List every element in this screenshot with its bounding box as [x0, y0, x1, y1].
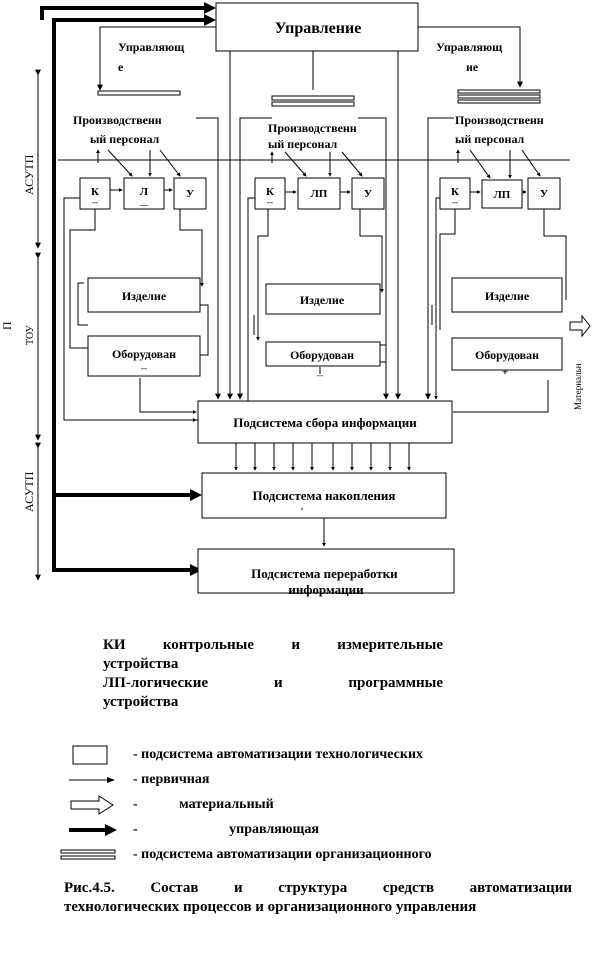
lp-box-center — [297, 177, 341, 210]
side-label-tou: ТОУ — [25, 324, 36, 345]
legend-item-thick-arrow: - управляющая — [55, 819, 575, 844]
note-ki-line2: устройства — [103, 656, 179, 672]
legend-hollow-arrow-icon — [70, 795, 114, 815]
side-label-asutp-bottom: АСУТП — [22, 471, 36, 512]
control-flow-lines — [40, 6, 212, 572]
l-box-left — [123, 177, 165, 210]
svg-text:--: -- — [317, 370, 323, 380]
product-box-left — [87, 277, 201, 313]
org-bar-center — [271, 95, 355, 107]
lp-box-right — [481, 179, 523, 209]
control-label-left: Управляющ е — [118, 40, 187, 74]
legend-item-box: - подсистема автоматизации технологическ… — [55, 744, 575, 769]
svg-text:К: К — [451, 186, 459, 198]
legend-box-icon — [72, 745, 108, 765]
equipment-box-center — [265, 341, 381, 367]
personnel-right: Производственн ый персонал — [455, 113, 547, 146]
column-left: К -- Л __ У Изделие Оборудован -- — [63, 149, 209, 422]
svg-text:--: -- — [92, 197, 98, 207]
note-lp-line1: ЛП-логические и программные — [103, 675, 443, 691]
k-box-left — [79, 177, 111, 210]
abbreviation-notes: КИ контрольные и измерительные устройств… — [103, 636, 443, 712]
equipment-box-right — [451, 337, 563, 371]
management-label: Управление — [275, 20, 362, 37]
svg-text:Оборудован: Оборудован — [290, 348, 354, 362]
org-bar-left — [97, 90, 181, 96]
svg-text:': ' — [301, 507, 304, 518]
legend-item-thin-arrow: - первичная — [55, 769, 575, 794]
svg-text:__: __ — [139, 197, 150, 207]
svg-text:У: У — [186, 188, 194, 200]
personnel-left: Производственн ый персонал — [73, 113, 165, 146]
u-box-left — [173, 177, 207, 210]
svg-text:ЛП: ЛП — [311, 188, 328, 200]
legend-text-hollow-arrow: материальный — [179, 797, 274, 812]
legend-item-double-line: - подсистема автоматизации организационн… — [55, 844, 575, 869]
k-box-right — [439, 177, 471, 210]
side-label-p: П — [0, 321, 14, 330]
collection-subsystem-label: Подсистема сбора информации — [233, 415, 417, 430]
svg-text:У: У — [540, 188, 548, 200]
note-lp-line2: устройства — [103, 694, 179, 710]
management-box — [215, 2, 419, 52]
legend-text-thin-arrow: первичная — [141, 772, 210, 787]
accumulation-subsystem-box — [201, 472, 447, 519]
accumulation-subsystem-label: Подсистема накопления — [253, 488, 396, 503]
k-box-center — [254, 177, 286, 210]
processing-subsystem-label: Подсистема переработки информации — [251, 566, 401, 597]
legend-double-line-icon — [60, 849, 116, 860]
u-box-right — [527, 177, 561, 210]
svg-text:--: -- — [452, 197, 458, 207]
svg-text:--: -- — [502, 366, 508, 376]
collection-to-accumulation-arrows — [234, 443, 411, 471]
svg-text:К: К — [91, 186, 99, 198]
svg-text:--: -- — [267, 197, 273, 207]
figure-caption: Рис.4.5. Состав и структура средств авто… — [64, 879, 572, 917]
personnel-center: Производственн ый персонал — [268, 121, 360, 151]
org-bar-right — [457, 89, 541, 104]
control-label-right: Управляющ ие — [436, 40, 505, 74]
svg-text:Оборудован: Оборудован — [112, 347, 176, 361]
column-right: К -- ЛП У Изделие Оборудован -- — [431, 149, 567, 413]
svg-text:Оборудован: Оборудован — [475, 348, 539, 362]
legend-text-box: подсистема автоматизации технологических — [141, 747, 424, 762]
processing-subsystem-box — [197, 548, 455, 594]
svg-text:--: -- — [141, 363, 147, 373]
u-box-center — [351, 177, 385, 210]
svg-text:Изделие: Изделие — [485, 289, 530, 303]
column-center: К -- ЛП У Изделие Оборудован -- — [196, 151, 387, 421]
svg-text:Л: Л — [140, 186, 149, 198]
equipment-box-left — [87, 335, 201, 377]
svg-text:ЛП: ЛП — [494, 189, 511, 201]
structure-diagram: АСУТП П ТОУ АСУТП Управление Управляющ е… — [0, 2, 591, 597]
collection-subsystem-box — [197, 400, 453, 444]
legend: - подсистема автоматизации технологическ… — [55, 744, 575, 869]
product-box-center — [265, 283, 381, 315]
side-label-asutp-top: АСУТП — [22, 154, 36, 195]
caption-line2: технологических процессов и организацион… — [64, 899, 477, 915]
legend-thick-arrow-icon — [69, 824, 117, 836]
side-label-material: Материальн — [573, 363, 583, 410]
svg-text:К: К — [266, 186, 274, 198]
legend-text-thick-arrow: управляющая — [229, 822, 319, 837]
svg-text:Изделие: Изделие — [122, 289, 167, 303]
note-ki-line1: КИ контрольные и измерительные — [103, 637, 443, 653]
svg-text:Изделие: Изделие — [300, 293, 345, 307]
svg-text:У: У — [364, 188, 372, 200]
caption-line1: Рис.4.5. Состав и структура средств авто… — [64, 880, 572, 896]
legend-item-hollow-arrow: - материальный — [55, 794, 575, 819]
material-flow-arrow — [569, 314, 591, 338]
product-box-right — [451, 277, 563, 313]
legend-thin-arrow-icon — [69, 777, 115, 783]
legend-text-double-line: подсистема автоматизации организационног… — [141, 847, 432, 862]
